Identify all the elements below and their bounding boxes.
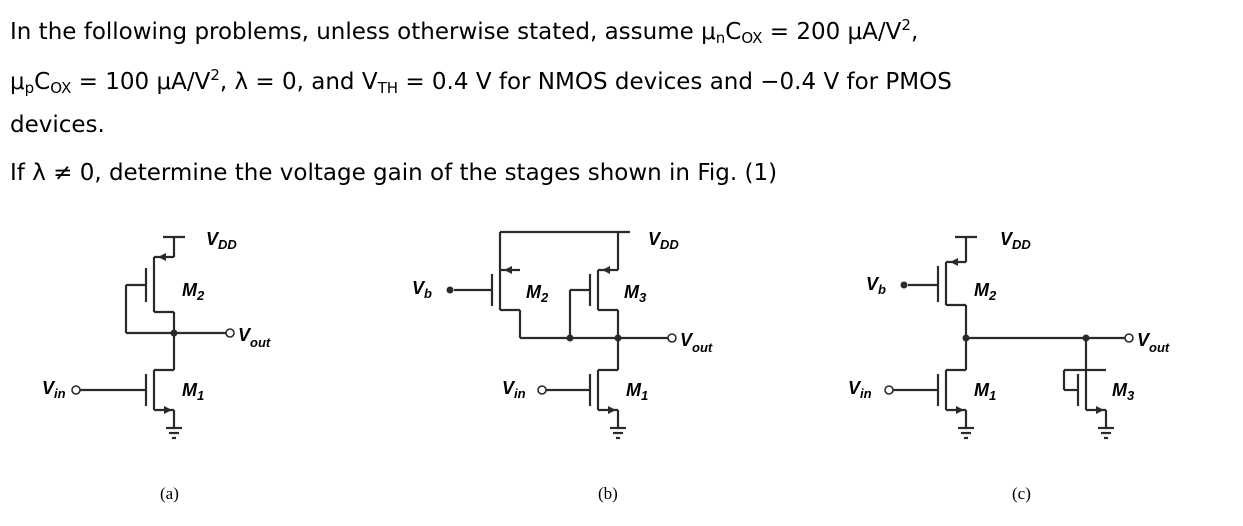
text-run: = 0.4 V for NMOS devices and −0.4 V for … [398,69,952,95]
m3-label: M3 [1112,380,1135,403]
problem-line-4: If λ ≠ 0, determine the voltage gain of … [10,160,778,186]
vin-terminal [71,385,81,395]
superscript: 2 [901,16,911,34]
node-dot [566,334,574,342]
vout-label: Vout [238,325,271,350]
m1-arrow [608,406,616,414]
figure-b: VDD Vb M2 M3 Vout Vin M1 (b) [412,229,713,503]
figure-c: VDD Vb M2 Vout Vin M1 M3 (c) [848,229,1170,503]
text-run: μ [10,69,25,95]
vout-terminal [667,333,677,343]
subscript: p [24,79,35,97]
vin-label: Vin [42,378,66,401]
m2-label: M2 [974,280,997,303]
node-dot [962,334,970,342]
m2-arrow [158,253,166,261]
figure-a-caption: (a) [160,484,179,503]
m2-label: M2 [182,280,205,303]
m1-label: M1 [974,380,996,403]
text-run: , [910,19,919,45]
m1-arrow [956,406,964,414]
vout-terminal [1124,333,1134,343]
subscript: n [715,29,726,47]
figure-c-caption: (c) [1012,484,1031,503]
vdd-label: VDD [206,229,237,252]
vb-label: Vb [412,278,432,301]
m2-label: M2 [526,282,549,305]
vin-terminal [884,385,894,395]
superscript: 2 [210,66,220,84]
text-run: C [725,19,742,45]
text-run: C [34,69,51,95]
text-run: , λ = 0, and V [219,69,378,95]
figure-b-caption: (b) [598,484,618,503]
vdd-label: VDD [648,229,679,252]
vdd-label: VDD [1000,229,1031,252]
problem-line-2: μpCOX = 100 μA/V2, λ = 0, and VTH = 0.4 … [10,60,952,103]
figure-a: VDD M2 Vout Vin M1 (a) [42,229,271,503]
m1-arrow [164,406,172,414]
m1-label: M1 [626,380,648,403]
vin-label: Vin [502,378,526,401]
problem-line-1: In the following problems, unless otherw… [10,10,918,53]
vb-terminal [900,281,908,289]
m3-label: M3 [624,282,647,305]
subscript: TH [377,79,399,97]
vout-terminal [225,328,235,338]
m3-arrow [1096,406,1104,414]
text-run: In the following problems, unless otherw… [10,19,716,45]
m1-label: M1 [182,380,204,403]
vb-label: Vb [866,274,886,297]
text-run: = 100 μA/V [71,69,211,95]
vout-label: Vout [1137,330,1170,355]
vout-label: Vout [680,330,713,355]
vin-terminal [537,385,547,395]
m2-arrow [950,258,958,266]
problem-line-3: devices. [10,112,105,138]
m3-arrow [602,266,610,274]
text-run: = 200 μA/V [762,19,902,45]
subscript: OX [50,79,72,97]
vin-label: Vin [848,378,872,401]
m2-arrow [504,266,512,274]
vb-terminal [446,286,454,294]
subscript: OX [741,29,763,47]
